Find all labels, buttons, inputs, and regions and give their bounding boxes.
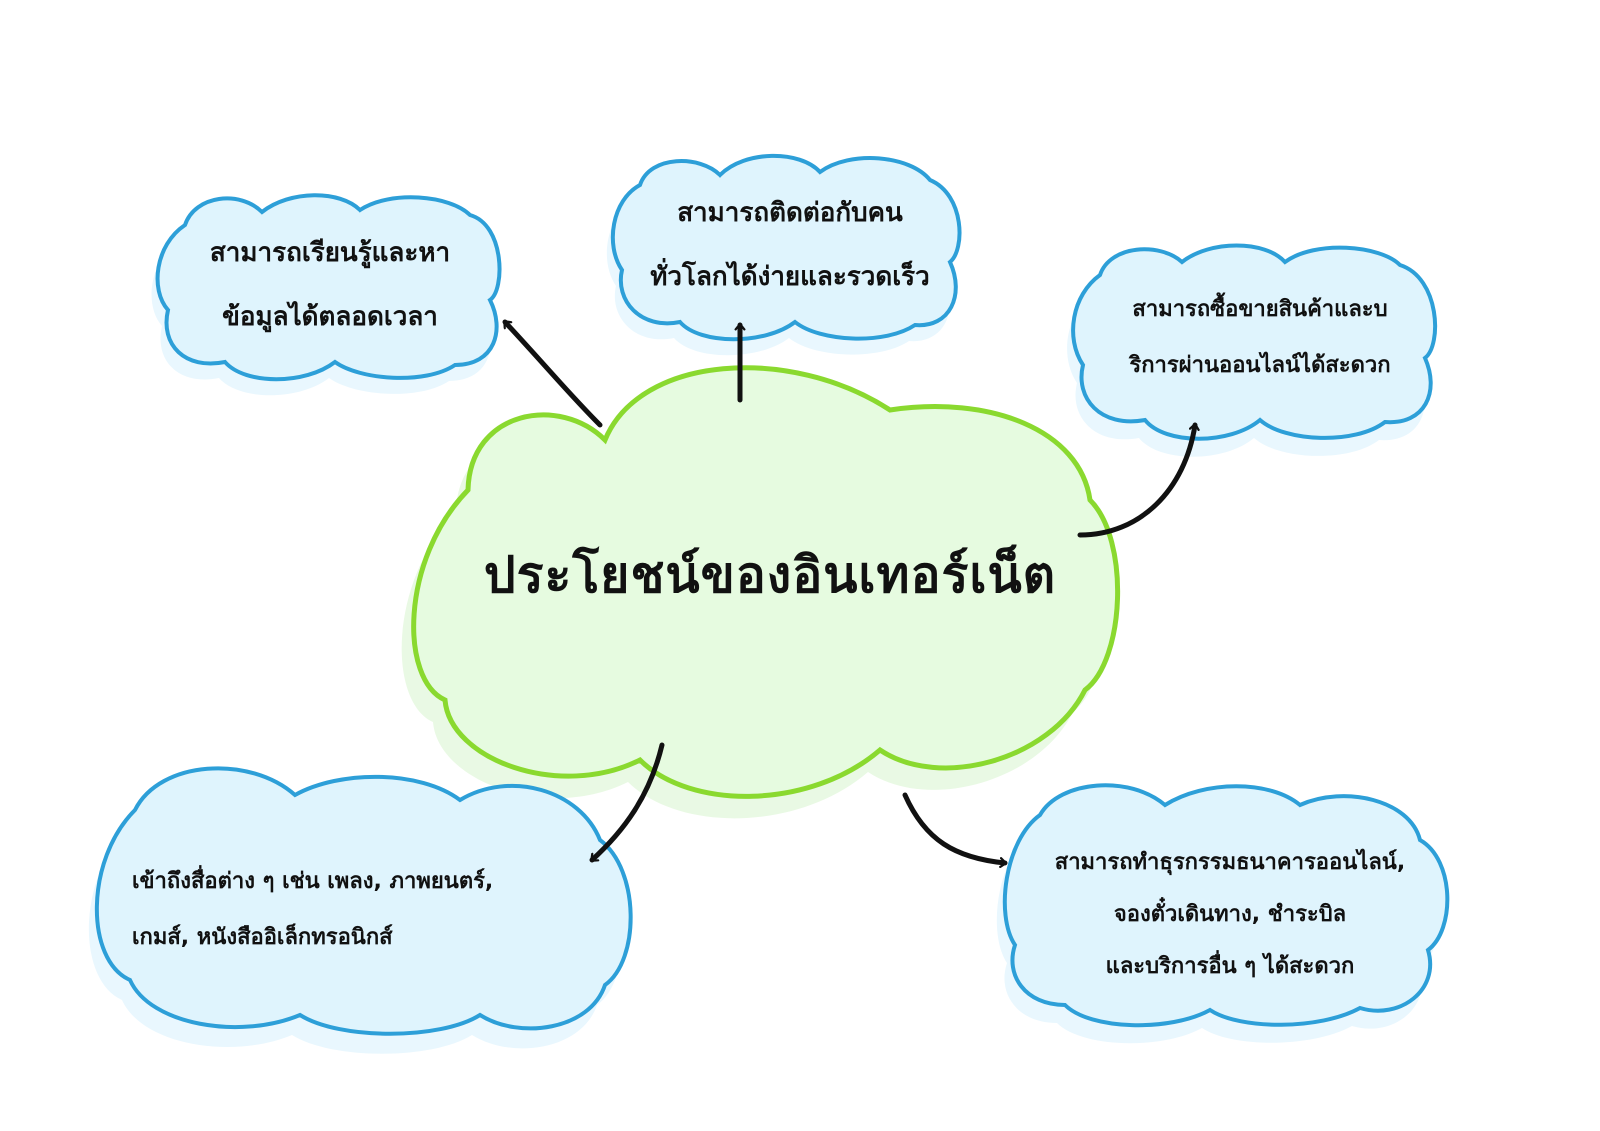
- benefit-cloud-3: [1067, 243, 1437, 457]
- benefit-label-2: สามารถติดต่อกับคน ทั่วโลกได้ง่ายและรวดเร…: [620, 180, 960, 310]
- center-title: ประโยชน์ของอินเทอร์เน็ต: [450, 520, 1090, 630]
- benefit-4-line-1: เข้าถึงสื่อต่าง ๆ เช่น เพลง, ภาพยนตร์,: [132, 869, 494, 894]
- benefit-label-3: สามารถซื้อขายสินค้าและบ ริการผ่านออนไลน์…: [1085, 275, 1435, 400]
- benefit-label-1: สามารถเรียนรู้และหา ข้อมูลได้ตลอดเวลา: [175, 215, 485, 355]
- benefit-label-4: เข้าถึงสื่อต่าง ๆ เช่น เพลง, ภาพยนตร์, เ…: [120, 845, 600, 975]
- arrow-to-benefit-4: [589, 742, 665, 863]
- benefit-cloud-5: [996, 783, 1450, 1044]
- center-cloud: [401, 365, 1120, 819]
- benefit-5-line-3: และบริการอื่น ๆ ได้สะดวก: [1105, 954, 1355, 979]
- center-cloud-body: [411, 365, 1120, 799]
- benefit-4-line-2: เกมส์, หนังสืออิเล็กทรอนิกส์: [132, 925, 393, 950]
- benefit-3-line-2: ริการผ่านออนไลน์ได้สะดวก: [1129, 352, 1391, 378]
- benefit-2-line-1: สามารถติดต่อกับคน: [677, 198, 903, 228]
- benefit-cloud-1: [151, 193, 502, 396]
- benefit-1-line-2: ข้อมูลได้ตลอดเวลา: [222, 302, 438, 332]
- center-title-text: ประโยชน์ของอินเทอร์เน็ต: [483, 545, 1057, 604]
- benefit-2-line-2: ทั่วโลกได้ง่ายและรวดเร็ว: [650, 262, 930, 292]
- benefit-cloud-4: [88, 766, 633, 1054]
- benefit-1-line-1: สามารถเรียนรู้และหา: [209, 238, 451, 268]
- arrow-to-benefit-1: [502, 319, 603, 428]
- benefit-5-line-1: สามารถทำธุรกรรมธนาคารออนไลน์,: [1054, 850, 1406, 875]
- benefit-5-line-2: จองตั๋วเดินทาง, ชำระบิล: [1113, 902, 1347, 927]
- arrow-to-benefit-3: [1077, 422, 1200, 538]
- benefit-cloud-2: [606, 153, 962, 356]
- arrow-to-benefit-5: [902, 792, 1008, 869]
- benefit-label-5: สามารถทำธุรกรรมธนาคารออนไลน์, จองตั๋วเดิ…: [1020, 830, 1440, 1000]
- benefit-3-line-1: สามารถซื้อขายสินค้าและบ: [1132, 296, 1388, 322]
